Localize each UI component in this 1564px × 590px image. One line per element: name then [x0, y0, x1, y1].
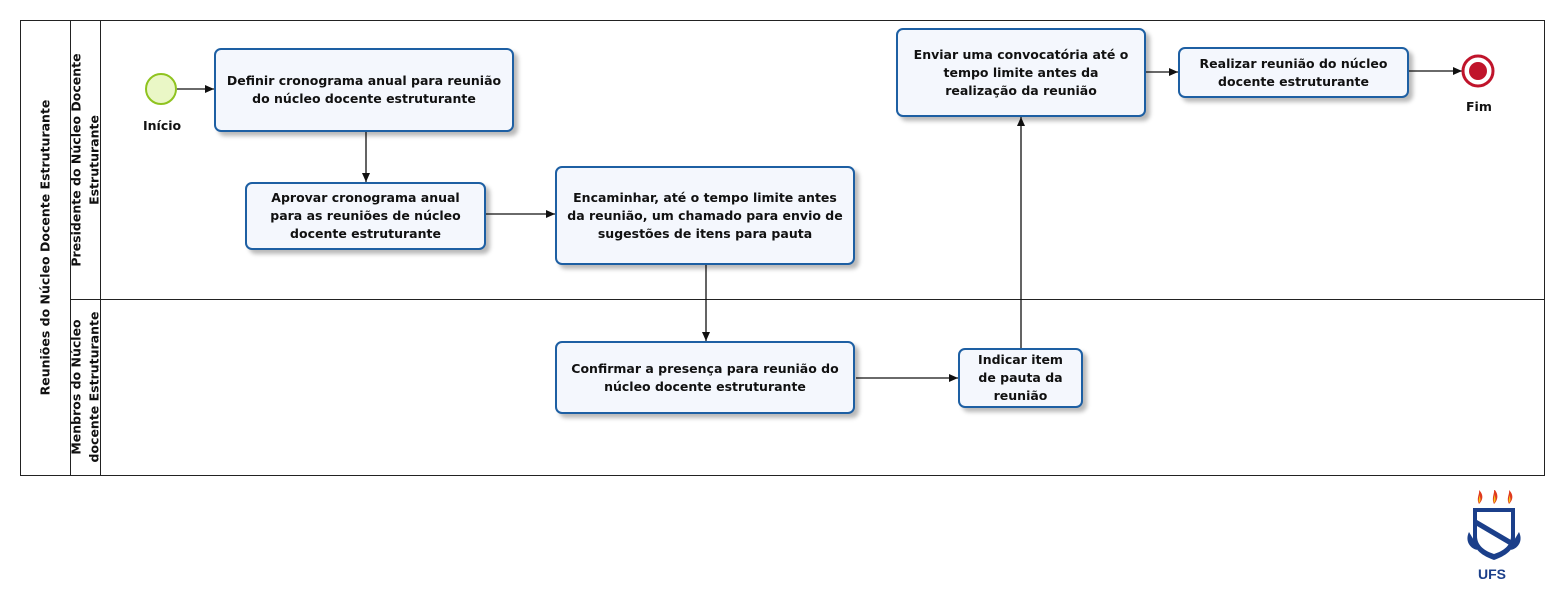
task-enviar-convocatoria[interactable]: Enviar uma convocatória até o tempo limi…	[896, 28, 1146, 117]
start-event	[145, 73, 177, 105]
task-confirmar-presenca[interactable]: Confirmar a presença para reunião do núc…	[555, 341, 855, 414]
task-encaminhar-chamado[interactable]: Encaminhar, até o tempo limite antes da …	[555, 166, 855, 265]
lane-president-label-area: Presidente do Núcleo Docente Estruturant…	[69, 20, 102, 299]
pool-label-area: Reuniões do Núcleo Docente Estruturante	[20, 20, 71, 476]
lane-divider	[71, 299, 1545, 300]
ufs-logo-text: UFS	[1478, 566, 1506, 582]
end-event-label: Fim	[1466, 99, 1492, 114]
task-realizar-reuniao[interactable]: Realizar reunião do núcleo docente estru…	[1178, 47, 1409, 98]
ufs-logo-emblem	[1467, 490, 1521, 560]
pool-frame	[20, 20, 1545, 476]
task-definir-cronograma[interactable]: Definir cronograma anual para reunião do…	[214, 48, 514, 132]
task-aprovar-cronograma[interactable]: Aprovar cronograma anual para as reuniõe…	[245, 182, 486, 250]
lane-members-label-area: Menbros do Núcleo docente Estruturante	[69, 299, 102, 476]
start-event-label: Início	[143, 118, 182, 133]
end-event-core	[1469, 62, 1487, 80]
task-indicar-item-pauta[interactable]: Indicar item de pauta da reunião	[958, 348, 1083, 408]
